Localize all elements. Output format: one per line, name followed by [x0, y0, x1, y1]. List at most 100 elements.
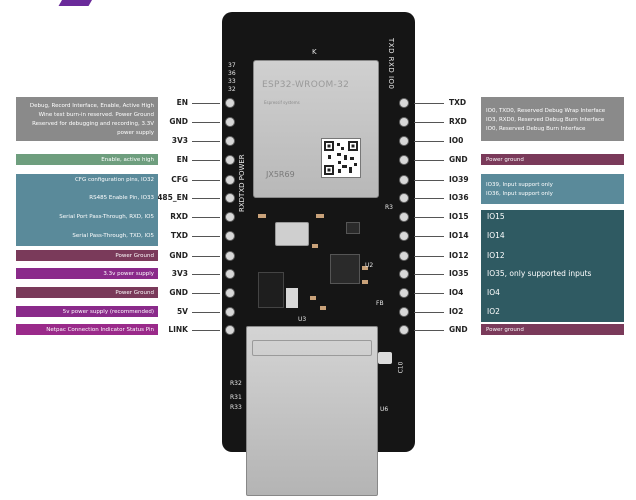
left-desc-text: Enable, active high — [101, 157, 154, 163]
crystal-oscillator — [275, 222, 309, 246]
ethernet-phy-chip — [330, 254, 360, 284]
pin-leader-right — [414, 256, 444, 257]
antenna-mark: K — [312, 48, 317, 56]
pin-leader-left — [192, 274, 220, 275]
silk-c10: C10 — [397, 361, 405, 374]
left-pin-label: CFG — [171, 175, 188, 184]
pin-leader-left — [192, 141, 220, 142]
silk-fb: FB — [376, 300, 384, 307]
left-desc-text: Debug, Record Interface, Enable, Active … — [29, 103, 154, 109]
left-desc-box — [16, 250, 158, 261]
smd-component — [320, 306, 326, 310]
header-hole-right — [399, 212, 409, 222]
left-desc-text: Reserved for debugging and recording, 3.… — [32, 121, 154, 127]
pin-leader-right — [414, 312, 444, 313]
pin-leader-left — [192, 180, 220, 181]
pin-leader-right — [414, 103, 444, 104]
silk-u6: U6 — [380, 406, 389, 413]
left-desc-text: Serial Pass-Through, TXD, IO5 — [72, 233, 154, 239]
pin-leader-right — [414, 274, 444, 275]
header-hole-right — [399, 155, 409, 165]
right-desc-text: IO0, Reserved Debug Burn Interface — [486, 125, 586, 132]
ethernet-jack-ridge — [252, 340, 372, 356]
qr-code — [321, 138, 361, 178]
right-pin-label: GND — [449, 155, 468, 164]
left-desc-box — [16, 97, 158, 141]
header-hole-right — [399, 175, 409, 185]
left-desc-text: 3.3v power supply — [103, 271, 154, 277]
header-hole-left — [225, 98, 235, 108]
silk-r32: R32 — [230, 380, 242, 387]
right-desc-text: Power ground — [486, 327, 524, 333]
header-hole-left — [225, 231, 235, 241]
header-hole-left — [225, 269, 235, 279]
right-desc-box — [481, 154, 624, 165]
silk-36: 36 — [228, 70, 236, 77]
right-pin-label: IO4 — [449, 288, 464, 297]
silk-33: 33 — [228, 78, 236, 85]
component-c10 — [378, 352, 392, 364]
silk-r33: R33 — [230, 404, 242, 411]
header-hole-right — [399, 193, 409, 203]
header-hole-right — [399, 307, 409, 317]
left-vertical-silk: RXDTXD POWER — [238, 154, 246, 212]
pin-leader-left — [192, 122, 220, 123]
right-pin-label: IO12 — [449, 251, 469, 260]
left-pin-label: TXD — [170, 231, 188, 240]
right-pin-label: IO35 — [449, 269, 469, 278]
left-pin-label: EN — [176, 155, 188, 164]
left-desc-text: Wine test burn-in reserved. Power Ground — [38, 112, 154, 118]
left-desc-text: Netpac Connection Indicator Status Pin — [46, 327, 154, 333]
left-pin-label: GND — [169, 117, 188, 126]
silk-r31: R31 — [230, 394, 242, 401]
chip-code: JX5R69 — [266, 170, 295, 179]
right-desc-text: IO15 — [487, 212, 505, 221]
header-hole-right — [399, 251, 409, 261]
right-pin-label: IO15 — [449, 212, 469, 221]
left-pin-label: 5V — [176, 307, 188, 316]
header-hole-right — [399, 98, 409, 108]
pin-leader-right — [414, 293, 444, 294]
left-desc-text: RS485 Enable Pin, IO33 — [89, 195, 154, 201]
pin-leader-right — [414, 198, 444, 199]
header-hole-right — [399, 136, 409, 146]
header-hole-left — [225, 193, 235, 203]
left-pin-label: 485_EN — [157, 193, 188, 202]
header-hole-left — [225, 288, 235, 298]
silk-r3: R3 — [385, 204, 393, 211]
right-pin-label: IO0 — [449, 136, 464, 145]
pin-leader-right — [414, 236, 444, 237]
smd-component — [362, 266, 368, 270]
pin-leader-right — [414, 122, 444, 123]
right-pin-label: IO2 — [449, 307, 464, 316]
silk-32: 32 — [228, 86, 236, 93]
smd-component — [310, 296, 316, 300]
right-desc-text: Power ground — [486, 157, 524, 163]
right-desc-text: IO36, Input support only — [486, 191, 553, 197]
pin-leader-right — [414, 160, 444, 161]
right-desc-box — [481, 210, 624, 322]
smd-component — [362, 280, 368, 284]
left-desc-text: Power Ground — [115, 290, 154, 296]
header-hole-right — [399, 117, 409, 127]
right-desc-text: IO4 — [487, 288, 500, 297]
module-brand: Espressif systems — [264, 100, 300, 105]
header-hole-right — [399, 269, 409, 279]
left-pin-label: GND — [169, 288, 188, 297]
right-desc-text: IO14 — [487, 231, 505, 240]
silk-u3: U3 — [298, 316, 307, 323]
regulator-tab — [286, 288, 298, 308]
right-desc-box — [481, 97, 624, 141]
header-hole-left — [225, 307, 235, 317]
header-hole-right — [399, 325, 409, 335]
right-pin-label: GND — [449, 325, 468, 334]
right-desc-text: IO12 — [487, 251, 505, 260]
pin-leader-left — [192, 330, 220, 331]
header-hole-right — [399, 288, 409, 298]
header-hole-left — [225, 175, 235, 185]
pin-leader-left — [192, 217, 220, 218]
right-desc-text: IO39, Input support only — [486, 182, 553, 188]
top-silk-labels: TXD RXD IO0 — [387, 38, 395, 90]
module-label: ESP32-WROOM-32 — [262, 80, 350, 90]
right-pin-label: IO39 — [449, 175, 469, 184]
